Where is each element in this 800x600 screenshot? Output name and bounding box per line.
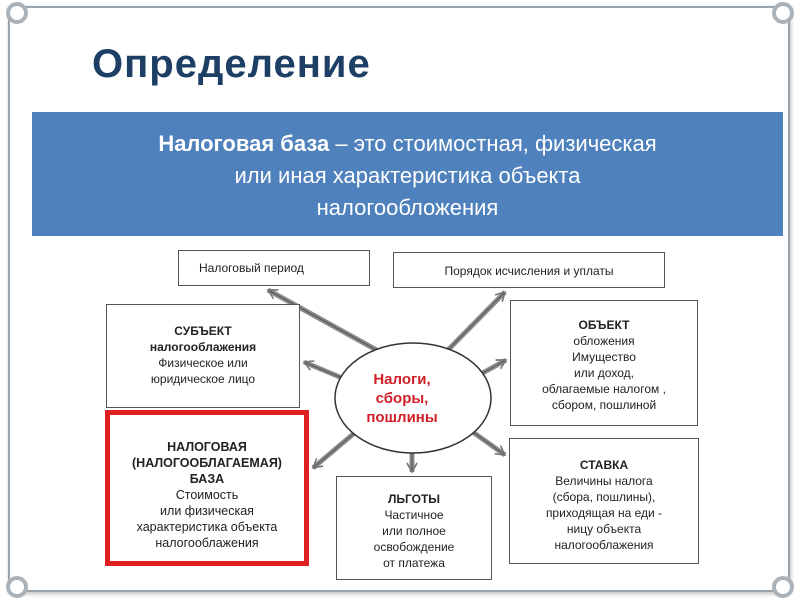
box-rate-text: (сбора, пошлины),	[552, 490, 656, 504]
box-base-text: налогооблажения	[155, 536, 259, 550]
box-rate-text: Величины налога	[555, 474, 653, 488]
corner-ring-decoration	[6, 2, 28, 24]
box-base-heading: НАЛОГОВАЯ	[167, 440, 247, 454]
box-object-text: облагаемые налогом ,	[542, 382, 666, 396]
definition-banner: Налоговая база – это стоимостная, физиче…	[32, 112, 783, 236]
definition-term: Налоговая база	[158, 131, 330, 156]
box-rate-heading: СТАВКА	[579, 458, 629, 472]
corner-ring-decoration	[6, 576, 28, 598]
center-ellipse	[334, 342, 492, 454]
box-rate-text: приходящая на еди -	[545, 506, 663, 520]
center-line-3: пошлины	[366, 409, 438, 426]
slide-frame	[8, 6, 790, 592]
box-benefits-text: от платежа	[383, 556, 445, 570]
box-subject-text: юридическое лицо	[150, 372, 256, 386]
box-tax-period-label: Налоговый период	[199, 261, 304, 275]
definition-line-2: или иная характеристика объекта	[234, 163, 581, 188]
box-base-text: или физическая	[160, 504, 254, 518]
box-tax-period: Налоговый период	[178, 250, 370, 286]
box-rate: СТАВКА Величины налога (сбора, пошлины),…	[509, 438, 699, 564]
center-label: Налоги, сборы, пошлины	[346, 370, 458, 427]
corner-ring-decoration	[772, 576, 794, 598]
corner-ring-decoration	[772, 2, 794, 24]
box-object-heading: ОБЪЕКТ	[578, 318, 630, 332]
definition-line-3: налогообложения	[316, 195, 499, 220]
box-object-text: сбором, пошлиной	[551, 398, 657, 412]
definition-line-1: Налоговая база – это стоимостная, физиче…	[32, 128, 783, 160]
box-base-text: характеристика объекта	[136, 520, 278, 534]
box-subject-text: Физическое или	[158, 356, 248, 370]
box-subject-heading: СУБЪЕКТ	[174, 324, 232, 338]
box-rate-text: ницу объекта	[566, 522, 642, 536]
box-subject-subheading: налогооблажения	[149, 340, 257, 354]
box-base-heading: БАЗА	[189, 472, 225, 486]
box-object-text: или доход,	[574, 366, 634, 380]
box-benefits-text: или полное	[382, 524, 446, 538]
box-object: ОБЪЕКТ обложения Имущество или доход, об…	[510, 300, 698, 426]
definition-line-1-rest: – это стоимостная, физическая	[329, 131, 657, 156]
box-subject: СУБЪЕКТ налогооблажения Физическое или ю…	[106, 304, 300, 408]
center-line-2: сборы,	[375, 390, 429, 407]
box-calculation-order-label: Порядок исчисления и уплаты	[444, 264, 614, 278]
box-calculation-order: Порядок исчисления и уплаты	[393, 252, 665, 288]
box-benefits-heading: ЛЬГОТЫ	[387, 492, 441, 506]
box-benefits: ЛЬГОТЫ Частичное или полное освобождение…	[336, 476, 492, 580]
box-rate-text: налогооблажения	[554, 538, 654, 552]
center-line-1: Налоги,	[373, 371, 431, 388]
box-tax-base-highlighted: НАЛОГОВАЯ (НАЛОГООБЛАГАЕМАЯ) БАЗА Стоимо…	[105, 410, 309, 566]
box-object-text: Имущество	[572, 350, 636, 364]
box-base-text: Стоимость	[175, 488, 239, 502]
slide-title: Определение	[92, 42, 371, 86]
box-base-heading: (НАЛОГООБЛАГАЕМАЯ)	[132, 456, 282, 470]
box-benefits-text: освобождение	[373, 540, 455, 554]
box-benefits-text: Частичное	[384, 508, 444, 522]
box-object-text: обложения	[573, 334, 635, 348]
